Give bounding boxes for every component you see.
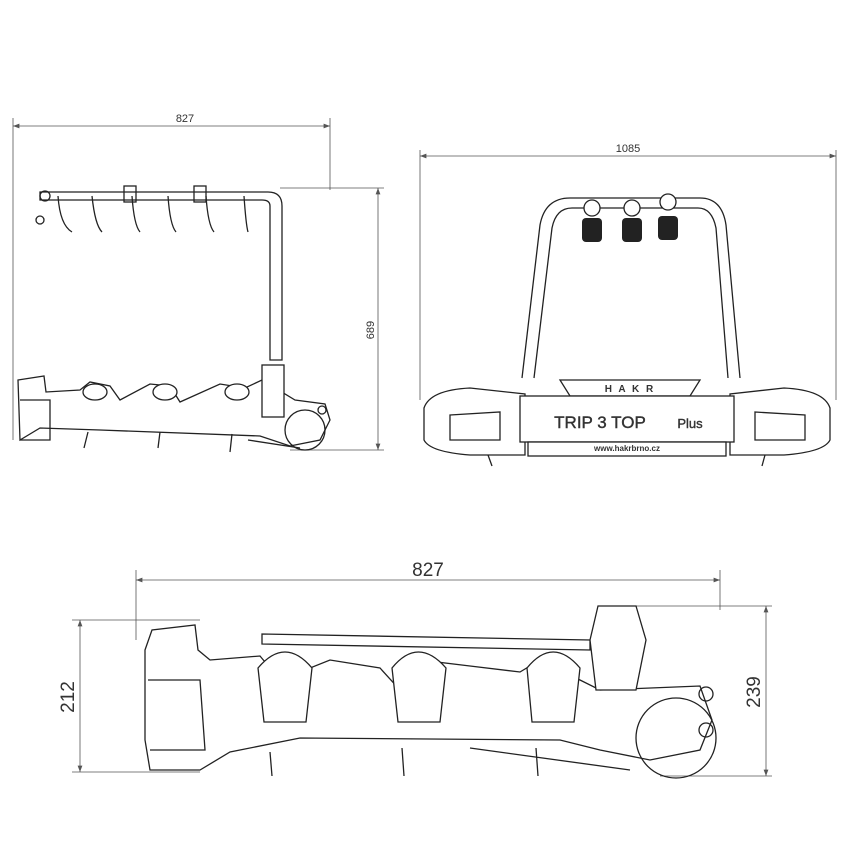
model-name: TRIP 3 TOP bbox=[554, 413, 646, 432]
frame-clamps bbox=[582, 193, 678, 242]
front-view: H A K R TRIP 3 TOP Plus www.hakrbrno.cz … bbox=[419, 143, 837, 467]
website-label: www.hakrbrno.cz bbox=[593, 444, 660, 453]
model-suffix: Plus bbox=[677, 416, 703, 431]
height-label: 689 bbox=[365, 321, 377, 339]
brand-strip: H A K R bbox=[605, 384, 655, 395]
left-height-label: 212 bbox=[58, 681, 79, 713]
wheel-holders bbox=[257, 651, 581, 723]
side-view-folded: 827 212 239 bbox=[58, 560, 772, 779]
width-label: 1085 bbox=[616, 143, 640, 155]
width-label: 827 bbox=[176, 113, 194, 125]
side-view-upright: 827 689 bbox=[12, 113, 384, 453]
width-label: 827 bbox=[412, 560, 444, 581]
right-height-label: 239 bbox=[744, 676, 765, 708]
